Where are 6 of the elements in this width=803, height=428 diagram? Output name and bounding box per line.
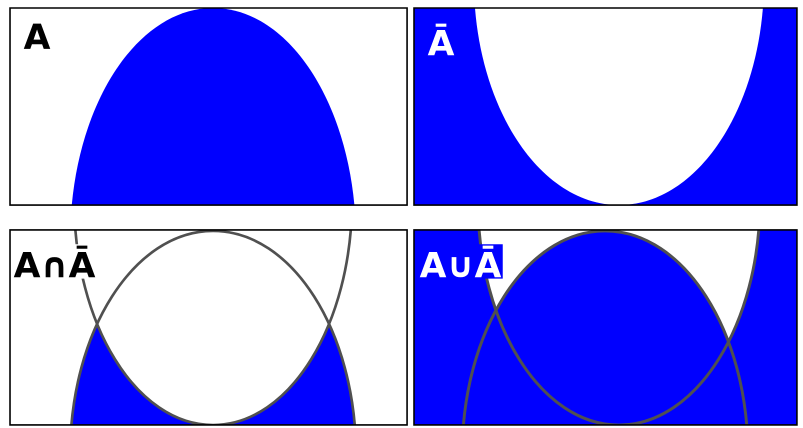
- set-label: A∪Ā: [418, 244, 503, 279]
- set-label: A: [24, 24, 50, 49]
- panel-frame: [9, 7, 408, 206]
- set-label: Ā: [428, 24, 454, 56]
- set-label: A∩Ā: [12, 244, 97, 279]
- panel-frame: [9, 229, 408, 426]
